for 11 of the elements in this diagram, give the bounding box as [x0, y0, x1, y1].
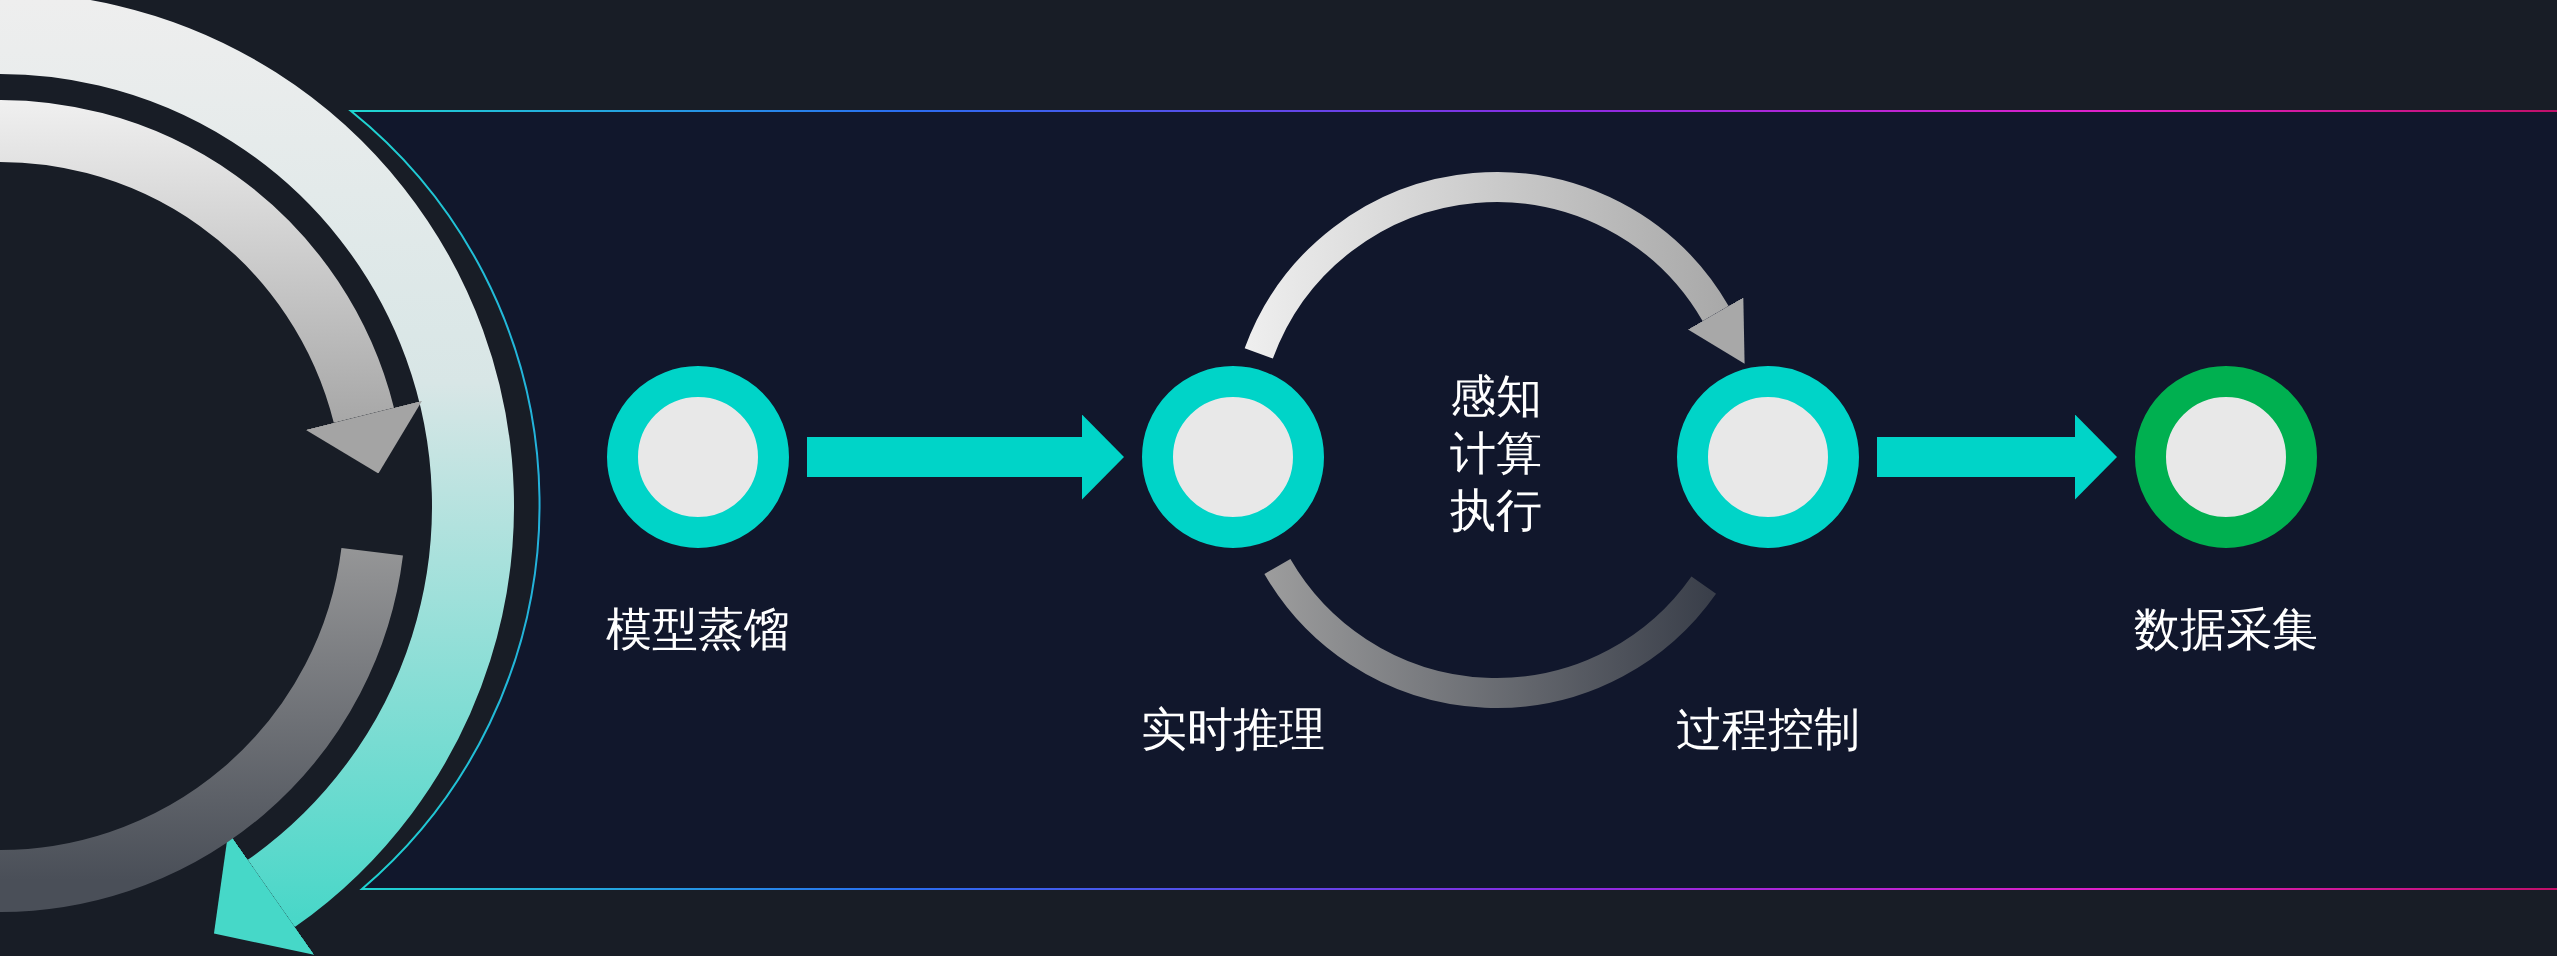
step-label: 执行 [1450, 482, 1542, 539]
curved-arrow [1245, 172, 1748, 362]
curved-line [1264, 558, 1716, 708]
node-label: 模型蒸馏 [606, 601, 790, 658]
arrow [1877, 414, 2117, 500]
arrow [807, 414, 1124, 500]
step-label: 感知 [1450, 368, 1542, 425]
step-label: 计算 [1450, 425, 1542, 482]
node-label: 过程控制 [1676, 701, 1860, 758]
node-label: 数据采集 [2134, 601, 2318, 658]
node-label: 实时推理 [1141, 701, 1325, 758]
